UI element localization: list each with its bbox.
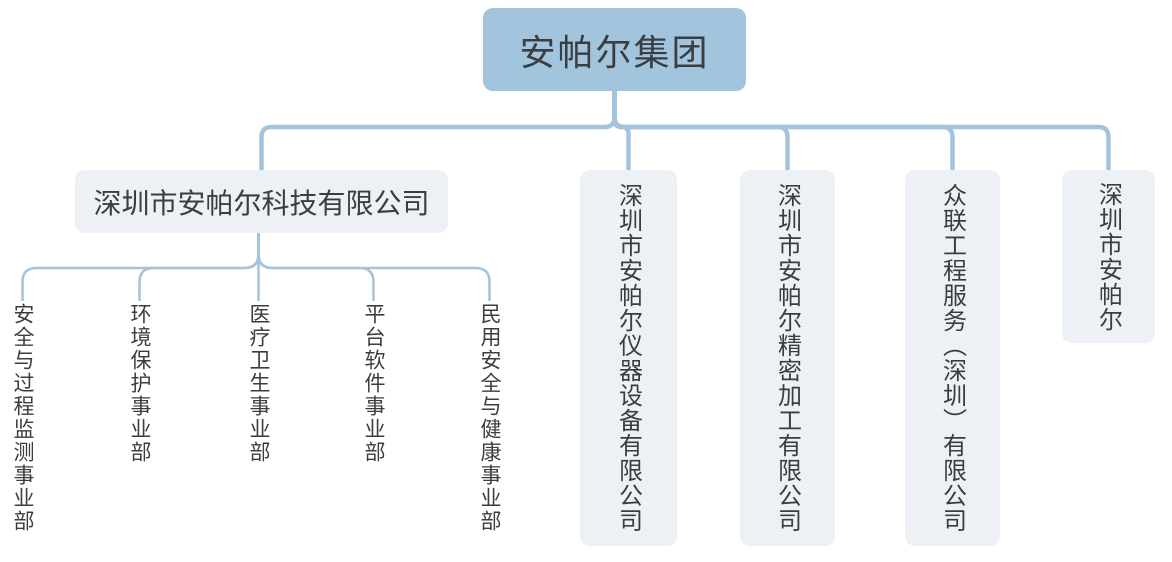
root-node-group: 安帕尔集团 [483, 8, 746, 91]
edge-company1-to-dept-5 [257, 233, 491, 301]
company-label: 深圳市安帕尔精密加工有限公司 [773, 183, 802, 533]
department-label-civil-safety-health: 民用安全与健康事业部 [478, 303, 502, 533]
edge-company1-to-dept-2 [138, 233, 260, 301]
edge-root-to-company-5 [612, 91, 1111, 171]
company-node-anpal-instrument: 深圳市安帕尔仪器设备有限公司 [580, 170, 677, 546]
edge-root-to-company-2 [612, 91, 631, 171]
company-node-zhonglian-engineering: 众联工程服务（深圳）有限公司 [905, 170, 1000, 546]
department-label-medical-health: 医疗卫生事业部 [247, 303, 271, 464]
company-label: 深圳市安帕尔 [1094, 181, 1123, 332]
company-node-anpal-technology: 深圳市安帕尔科技有限公司 [75, 170, 448, 233]
department-label-platform-software: 平台软件事业部 [362, 303, 386, 464]
company-label: 深圳市安帕尔仪器设备有限公司 [614, 183, 643, 533]
company-node-anpal-shenzhen: 深圳市安帕尔 [1062, 170, 1155, 343]
department-label-safety-process-monitoring: 安全与过程监测事业部 [11, 303, 35, 533]
edge-root-to-company-4 [612, 91, 955, 171]
company-label: 深圳市安帕尔科技有限公司 [93, 186, 430, 220]
company-label: 众联工程服务（深圳）有限公司 [938, 183, 967, 533]
edge-company1-to-dept-1 [21, 233, 260, 301]
root-node-label: 安帕尔集团 [519, 32, 710, 74]
department-label-environmental-protection: 环境保护事业部 [128, 303, 152, 464]
edge-company1-to-dept-4 [257, 233, 375, 301]
edge-root-to-company-3 [612, 91, 790, 171]
company-node-anpal-precision: 深圳市安帕尔精密加工有限公司 [740, 170, 835, 546]
edge-root-to-company-1 [259, 91, 617, 171]
